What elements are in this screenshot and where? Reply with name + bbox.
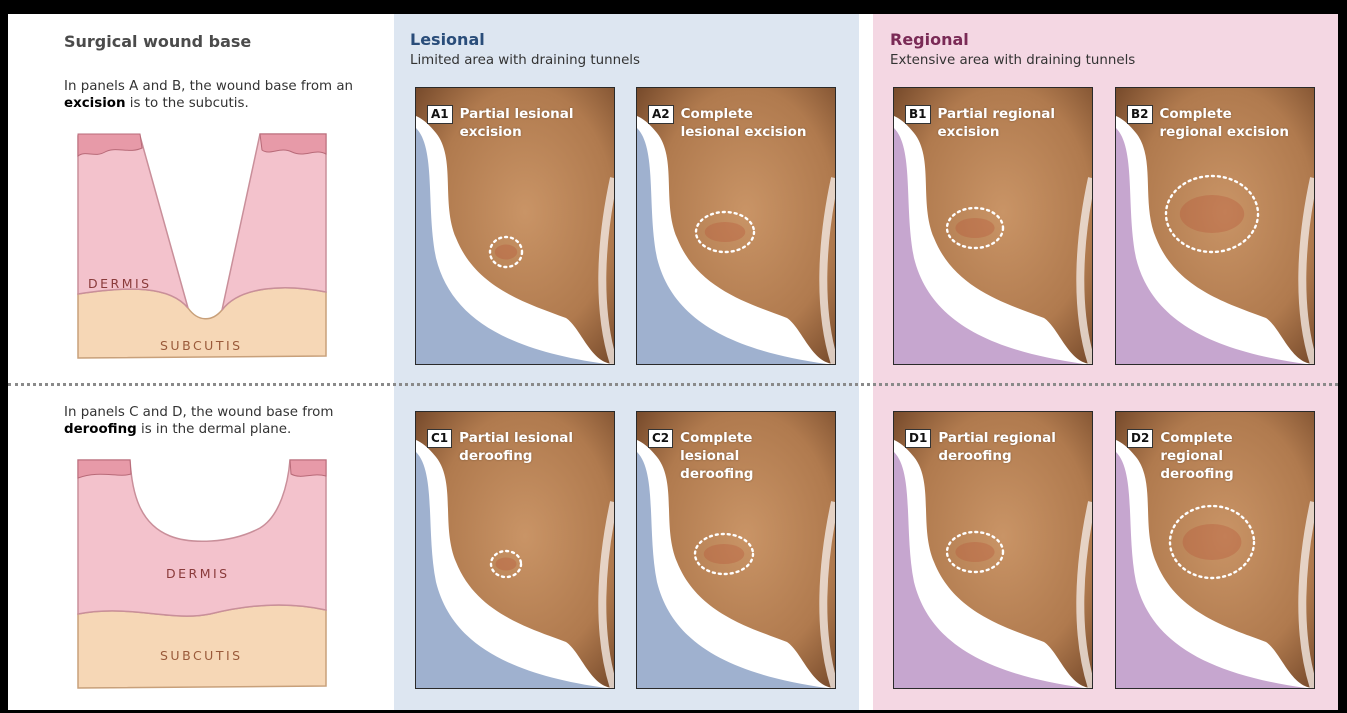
panel-a2: A2 Complete lesional excision bbox=[636, 87, 836, 365]
panel-b1-title: Partial regional excision bbox=[938, 105, 1068, 141]
panel-c1-title: Partial lesional deroofing bbox=[459, 429, 589, 465]
excision-dermis-label: DERMIS bbox=[88, 276, 152, 291]
panel-c1-badge: C1 bbox=[427, 429, 452, 448]
deroofing-subcutis-label: SUBCUTIS bbox=[160, 648, 243, 663]
panel-b2: B2 Complete regional excision bbox=[1115, 87, 1315, 365]
deroofing-dermis-layer bbox=[78, 460, 326, 616]
row-divider bbox=[8, 383, 1338, 386]
deroofing-text-pre: In panels C and D, the wound base from bbox=[64, 405, 333, 420]
panel-b1: B1 Partial regional excision bbox=[893, 87, 1093, 365]
excision-dermis-layer-right bbox=[222, 134, 326, 310]
deroofing-text-post: is in the dermal plane. bbox=[137, 422, 292, 437]
panel-d1-badge: D1 bbox=[905, 429, 931, 448]
excision-wound-diagram: DERMIS SUBCUTIS bbox=[70, 126, 330, 362]
regional-title: Regional bbox=[890, 30, 969, 49]
panel-b2-title: Complete regional excision bbox=[1160, 105, 1290, 141]
excision-bold: excision bbox=[64, 96, 126, 111]
panel-c1-lesion bbox=[496, 558, 517, 571]
panel-a1-title: Partial lesional excision bbox=[460, 105, 590, 141]
excision-subcutis-label: SUBCUTIS bbox=[160, 338, 243, 353]
panel-d2-lesion bbox=[1183, 524, 1242, 560]
panel-b1-lesion bbox=[955, 218, 994, 238]
deroofing-epidermis-right bbox=[290, 460, 326, 476]
panel-c2-title: Complete lesional deroofing bbox=[680, 429, 810, 483]
surgical-wound-base-title: Surgical wound base bbox=[64, 32, 251, 51]
deroofing-bold: deroofing bbox=[64, 422, 137, 437]
panel-c2-badge: C2 bbox=[648, 429, 673, 448]
figure-frame: Surgical wound base In panels A and B, t… bbox=[8, 14, 1338, 710]
excision-epidermis-right bbox=[260, 134, 326, 154]
excision-text-pre: In panels A and B, the wound base from a… bbox=[64, 79, 353, 94]
panel-b2-badge: B2 bbox=[1127, 105, 1153, 124]
panel-d1-title: Partial regional deroofing bbox=[938, 429, 1068, 465]
deroofing-subcutis-layer bbox=[78, 605, 326, 688]
panel-c1: C1 Partial lesional deroofing bbox=[415, 411, 615, 689]
panel-c2-lesion bbox=[704, 544, 745, 564]
panel-d2: D2 Complete regional deroofing bbox=[1115, 411, 1315, 689]
deroofing-dermis-label: DERMIS bbox=[166, 566, 230, 581]
deroofing-description: In panels C and D, the wound base from d… bbox=[64, 404, 364, 438]
excision-text-post: is to the subcutis. bbox=[126, 96, 249, 111]
panel-d1-lesion bbox=[955, 542, 994, 562]
panel-c2: C2 Complete lesional deroofing bbox=[636, 411, 836, 689]
panel-d1: D1 Partial regional deroofing bbox=[893, 411, 1093, 689]
panel-a1-badge: A1 bbox=[427, 105, 453, 124]
lesional-title: Lesional bbox=[410, 30, 485, 49]
panel-a1-lesion bbox=[495, 245, 517, 260]
panel-a2-title: Complete lesional excision bbox=[681, 105, 811, 141]
panel-d2-title: Complete regional deroofing bbox=[1160, 429, 1290, 483]
panel-b2-lesion bbox=[1180, 195, 1244, 233]
excision-description: In panels A and B, the wound base from a… bbox=[64, 78, 364, 112]
panel-b1-badge: B1 bbox=[905, 105, 931, 124]
panel-a1: A1 Partial lesional excision bbox=[415, 87, 615, 365]
panel-a2-lesion bbox=[705, 222, 746, 242]
deroofing-wound-diagram: DERMIS SUBCUTIS bbox=[70, 454, 330, 690]
regional-subtitle: Extensive area with draining tunnels bbox=[890, 52, 1135, 69]
panel-d2-badge: D2 bbox=[1127, 429, 1153, 448]
lesional-subtitle: Limited area with draining tunnels bbox=[410, 52, 640, 69]
panel-a2-badge: A2 bbox=[648, 105, 674, 124]
